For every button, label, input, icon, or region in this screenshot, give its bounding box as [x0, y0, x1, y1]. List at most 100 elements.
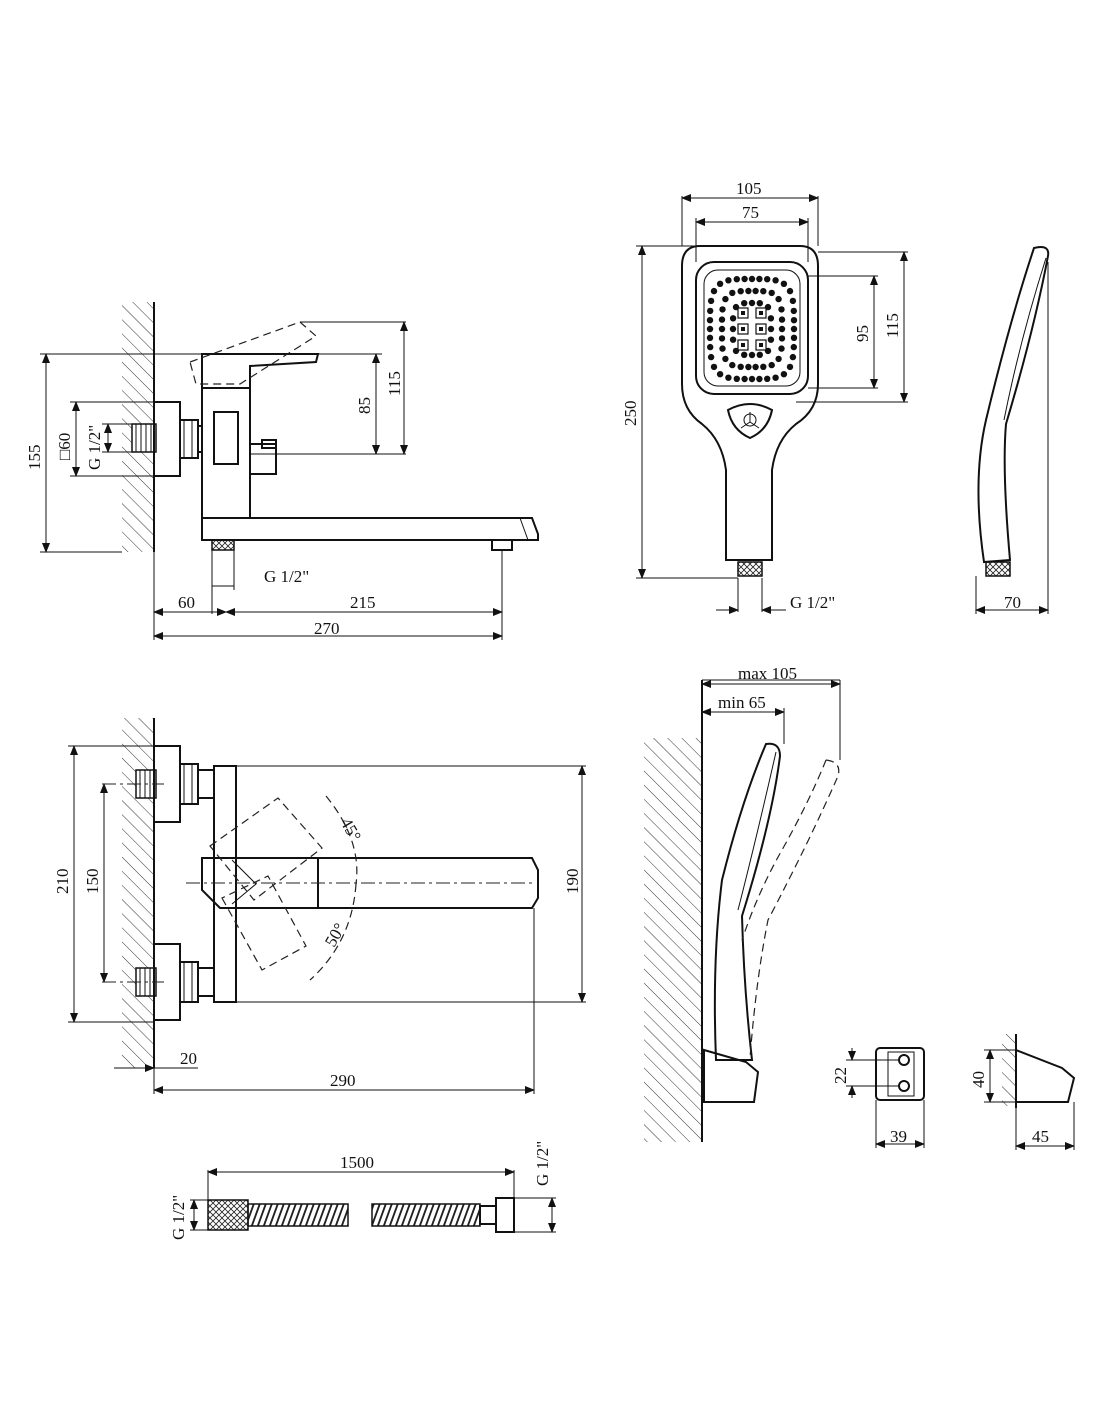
mixer-body	[201, 387, 251, 519]
nozzle-dot	[760, 363, 767, 370]
nozzle-square-core	[741, 311, 745, 315]
dim-head-105: 105	[736, 179, 762, 198]
dim-top-150: 150	[83, 869, 102, 895]
dim-top-190: 190	[563, 869, 582, 895]
nozzle-square-core	[759, 327, 763, 331]
nozzle-dot	[719, 306, 726, 313]
nozzle-dot	[775, 295, 782, 303]
nozzle-dot	[729, 325, 737, 333]
mixer-side-view: 155 □60 G 1/2" 85 115 G 1/2" 60 215 270	[25, 302, 539, 640]
nozzle-dot	[748, 351, 756, 359]
spout-top	[317, 857, 539, 909]
nozzle-dot	[778, 306, 785, 313]
dim-hose-g12-right: G 1/2"	[533, 1141, 552, 1186]
wall-hatch-holder	[644, 738, 702, 1142]
nozzle-dot	[786, 363, 794, 371]
nozzle-dot	[772, 374, 779, 381]
hose-view: 1500 G 1/2" G 1/2"	[169, 1141, 556, 1240]
dim-top-210: 210	[53, 869, 72, 895]
nozzle-dot	[780, 371, 788, 378]
dim-side-g12-inlet: G 1/2"	[85, 425, 104, 470]
hose-nut-right	[495, 1197, 515, 1233]
nozzle-dot	[737, 288, 744, 295]
nozzle-dot	[748, 375, 756, 383]
nozzle-dot	[707, 297, 715, 305]
nozzle-square-core	[741, 327, 745, 331]
nozzle-dot	[768, 361, 775, 369]
dim-hose-g12-left: G 1/2"	[169, 1195, 188, 1240]
dim-holder-22: 22	[831, 1067, 850, 1084]
nozzle-dot	[722, 355, 729, 363]
nozzle-dot	[725, 374, 732, 381]
dim-holder-40: 40	[969, 1071, 988, 1088]
nozzle-dot	[789, 353, 797, 361]
nozzle-dot	[733, 276, 740, 283]
nozzle-dot	[710, 363, 718, 371]
holder-side-view: 40 45	[969, 1034, 1076, 1150]
nozzle-dot	[756, 275, 763, 283]
nozzle-dot	[756, 351, 763, 358]
nozzle-dot	[756, 300, 763, 307]
nozzle-dot	[778, 335, 786, 342]
nozzle-dot	[707, 353, 715, 361]
nozzle-square-core	[759, 311, 763, 315]
dim-hose-1500: 1500	[340, 1153, 374, 1172]
nozzle-dot	[706, 325, 714, 333]
nozzle-dot	[748, 275, 756, 283]
nozzle-dot	[718, 316, 726, 323]
nozzle-dot	[706, 334, 714, 341]
holder-front-view: 22 39	[831, 1047, 925, 1148]
dim-holder-39: 39	[890, 1127, 907, 1146]
shower-head-profile	[977, 246, 1050, 564]
shower-head-front-view: 105 75 95 115 250 G 1/2"	[621, 179, 908, 614]
spout	[201, 517, 539, 541]
nozzle-dot	[741, 300, 748, 307]
nozzle-dot	[707, 307, 714, 315]
dim-side-115: 115	[385, 371, 404, 396]
hose-coil-left	[247, 1203, 349, 1227]
nozzle-dot	[719, 345, 726, 352]
dim-head-side-70: 70	[1004, 593, 1021, 612]
nozzle-dot	[716, 280, 724, 287]
dim-head-g12: G 1/2"	[790, 593, 835, 612]
dim-head-250: 250	[621, 401, 640, 427]
nozzle-dot	[768, 289, 775, 297]
nozzle-dot	[772, 277, 779, 284]
nozzle-dot	[764, 276, 771, 283]
nozzle-dot	[756, 375, 763, 383]
nozzle-dot	[775, 355, 782, 363]
nozzle-square-core	[759, 343, 763, 347]
dim-side-g12-bottom: G 1/2"	[264, 567, 309, 586]
dim-side-sq60: □60	[55, 433, 74, 460]
nozzle-dot	[748, 299, 756, 307]
dim-side-270: 270	[314, 619, 340, 638]
nozzle-dot	[716, 371, 724, 378]
nozzle-dot	[722, 295, 729, 303]
nozzle-dot	[786, 287, 794, 295]
dim-head-95: 95	[853, 325, 872, 342]
nozzle-dot	[718, 325, 726, 333]
hose-nut-left	[207, 1199, 249, 1231]
nozzle-dot	[741, 275, 748, 283]
spray-nozzles	[706, 275, 798, 383]
nozzle-dot	[778, 316, 786, 323]
nozzle-dot	[737, 363, 744, 370]
holder-side-body	[1015, 1048, 1076, 1103]
dim-holder-45: 45	[1032, 1127, 1049, 1146]
nozzle-dot	[745, 287, 752, 295]
spray-face	[695, 261, 809, 395]
nozzle-dot	[729, 336, 737, 343]
nozzle-dot	[760, 288, 767, 295]
hose-coil-right	[371, 1203, 481, 1227]
dim-holder-min: min 65	[718, 693, 766, 712]
nozzle-dot	[752, 287, 759, 295]
holder-bracket	[703, 1048, 760, 1103]
nozzle-dot	[706, 317, 714, 324]
nozzle-dot	[790, 307, 797, 315]
mixer-body-top	[213, 765, 237, 1003]
nozzle-dot	[741, 375, 748, 383]
nozzle-dot	[729, 315, 737, 322]
dim-top-20: 20	[180, 1049, 197, 1068]
holder-mounted-view: max 105 min 65	[644, 664, 841, 1142]
